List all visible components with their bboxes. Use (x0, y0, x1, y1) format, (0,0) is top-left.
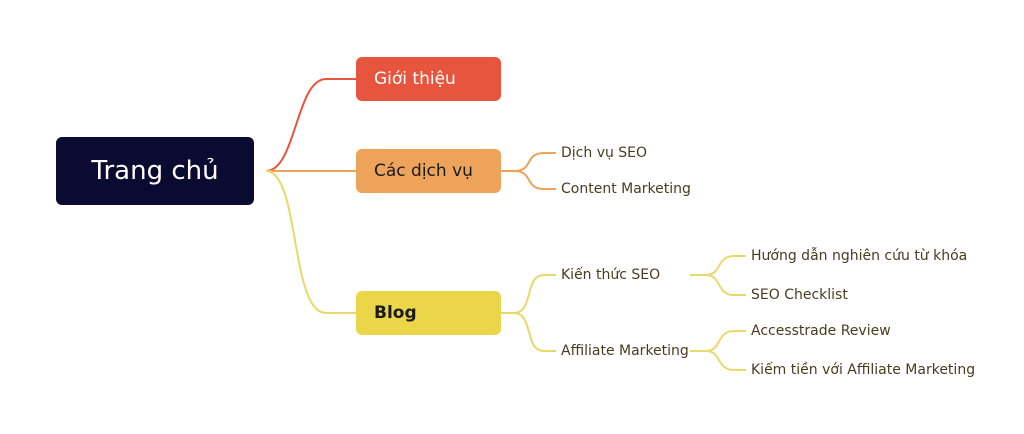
connector-blog-affiliate (513, 312, 556, 352)
branch-label-services: Các dịch vụ (374, 161, 473, 181)
root-node[interactable]: Trang chủ (56, 137, 254, 205)
connector-kienthuc-huongdan (690, 255, 746, 276)
connector-affiliate-accesstrade (690, 330, 746, 352)
branch-node-intro[interactable]: Giới thiệu (356, 57, 501, 101)
connector-services-content (513, 170, 556, 190)
leaf-seo-checklist[interactable]: SEO Checklist (751, 287, 848, 303)
connector-root-blog (265, 170, 356, 314)
connector-affiliate-kiemtien (705, 350, 746, 371)
branch-node-services[interactable]: Các dịch vụ (356, 149, 501, 193)
connector-services-seo (501, 152, 556, 172)
connector-kienthuc-checklist (705, 274, 746, 296)
branch-label-blog: Blog (374, 303, 417, 323)
connector-blog-kienthuc (501, 274, 556, 314)
leaf-content-marketing[interactable]: Content Marketing (561, 181, 691, 197)
leaf-dich-vu-seo[interactable]: Dịch vụ SEO (561, 145, 648, 161)
connector-root-intro (265, 78, 356, 172)
branch-label-intro: Giới thiệu (374, 69, 456, 89)
subnode-kien-thuc-seo[interactable]: Kiến thức SEO (561, 267, 661, 283)
leaf-accesstrade-review[interactable]: Accesstrade Review (751, 323, 891, 339)
leaf-kiem-tien-affiliate[interactable]: Kiếm tiền với Affiliate Marketing (751, 362, 976, 378)
branch-node-blog[interactable]: Blog (356, 291, 501, 335)
leaf-huong-dan-nghien-cuu[interactable]: Hướng dẫn nghiên cứu từ khóa (751, 248, 968, 264)
subnode-affiliate-marketing[interactable]: Affiliate Marketing (561, 343, 689, 359)
root-label: Trang chủ (91, 156, 219, 186)
